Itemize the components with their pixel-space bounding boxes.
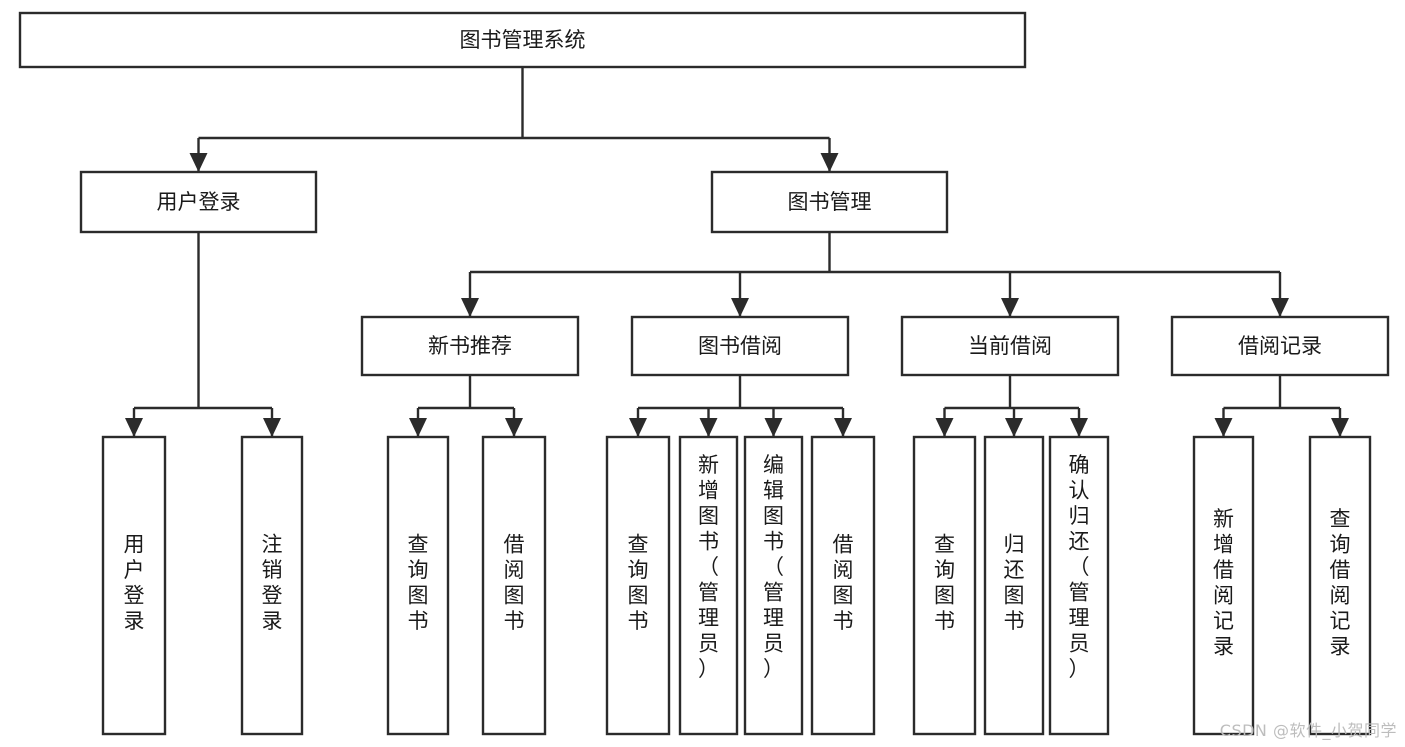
node-user-logout-leaf[interactable]: 注销登录: [240, 435, 304, 736]
node-box-query-borrow-record[interactable]: [1308, 435, 1372, 736]
node-add-borrow-record[interactable]: 新增借阅记录: [1192, 435, 1255, 736]
node-label-book-borrow: 图书借阅: [698, 334, 782, 358]
node-box-book-borrow[interactable]: [630, 315, 850, 377]
node-query-borrow-record[interactable]: 查询借阅记录: [1308, 435, 1372, 736]
node-borrow-record[interactable]: 借阅记录: [1170, 315, 1390, 377]
borrow-record-arrow-icon-0: [1214, 418, 1233, 437]
current-borrow-arrow-icon-0: [935, 418, 954, 437]
node-label-return-book: 归还图书: [1004, 533, 1025, 634]
node-label-book-management: 图书管理: [788, 190, 872, 214]
node-box-user-login[interactable]: [79, 170, 318, 234]
node-label-current-borrow: 当前借阅: [968, 334, 1052, 358]
node-return-book[interactable]: 归还图书: [983, 435, 1045, 736]
book-borrow-arrow-icon-0: [629, 418, 647, 437]
node-confirm-return-admin[interactable]: 确认归还（管理员）: [1048, 435, 1110, 736]
node-label-borrow-book-2: 借阅图书: [833, 533, 854, 634]
node-box-add-book-admin[interactable]: [678, 435, 739, 736]
node-label-user-login-leaf: 用户登录: [124, 533, 145, 634]
user-login-arrow-icon-1: [263, 418, 281, 437]
current-borrow-arrow-icon-2: [1070, 418, 1088, 437]
book-management-arrow-icon-1: [731, 298, 749, 317]
node-label-borrow-book-1: 借阅图书: [504, 533, 525, 634]
book-borrow-arrow-icon-1: [699, 418, 718, 437]
book-borrow-arrow-icon-2: [764, 418, 783, 437]
book-borrow-arrow-icon-3: [834, 418, 852, 437]
node-current-borrow[interactable]: 当前借阅: [900, 315, 1120, 377]
book-management-arrow-icon-2: [1001, 298, 1019, 317]
node-layer: 图书管理系统用户登录用户登录注销登录图书管理新书推荐查询图书借阅图书图书借阅查询…: [18, 11, 1390, 736]
node-label-add-book-admin: 新增图书（管理员）: [698, 453, 719, 681]
node-query-book-1[interactable]: 查询图书: [386, 435, 450, 736]
node-book-management[interactable]: 图书管理: [710, 170, 949, 234]
node-label-new-book-recommend: 新书推荐: [428, 334, 512, 358]
node-user-login-leaf[interactable]: 用户登录: [101, 435, 167, 736]
node-label-edit-book-admin: 编辑图书（管理员）: [763, 453, 784, 681]
node-edit-book-admin[interactable]: 编辑图书（管理员）: [743, 435, 804, 736]
node-box-new-book-recommend[interactable]: [360, 315, 580, 377]
node-label-query-book-2: 查询图书: [628, 533, 649, 634]
node-label-confirm-return-admin: 确认归还（管理员）: [1069, 453, 1090, 681]
node-box-borrow-record[interactable]: [1170, 315, 1390, 377]
node-label-root: 图书管理系统: [460, 28, 586, 52]
node-label-user-logout-leaf: 注销登录: [262, 533, 283, 634]
node-box-edit-book-admin[interactable]: [743, 435, 804, 736]
node-box-user-logout-leaf[interactable]: [240, 435, 304, 736]
node-label-user-login: 用户登录: [157, 190, 241, 214]
user-login-arrow-icon-0: [125, 418, 143, 437]
node-label-query-book-1: 查询图书: [408, 533, 429, 634]
node-query-book-3[interactable]: 查询图书: [912, 435, 977, 736]
borrow-record-arrow-icon-1: [1331, 418, 1349, 437]
node-box-book-management[interactable]: [710, 170, 949, 234]
node-box-borrow-book-1[interactable]: [481, 435, 547, 736]
book-management-arrow-icon-3: [1271, 298, 1289, 317]
root-arrow-icon-1: [820, 153, 839, 172]
node-book-borrow[interactable]: 图书借阅: [630, 315, 850, 377]
node-box-query-book-2[interactable]: [605, 435, 671, 736]
node-label-add-borrow-record: 新增借阅记录: [1213, 507, 1234, 659]
node-label-query-borrow-record: 查询借阅记录: [1330, 507, 1351, 659]
node-box-borrow-book-2[interactable]: [810, 435, 876, 736]
node-root[interactable]: 图书管理系统: [18, 11, 1027, 69]
edge-layer: [125, 67, 1349, 437]
node-box-add-borrow-record[interactable]: [1192, 435, 1255, 736]
current-borrow-arrow-icon-1: [1005, 418, 1023, 437]
node-box-confirm-return-admin[interactable]: [1048, 435, 1110, 736]
node-box-user-login-leaf[interactable]: [101, 435, 167, 736]
node-box-root[interactable]: [18, 11, 1027, 69]
node-box-query-book-3[interactable]: [912, 435, 977, 736]
node-label-query-book-3: 查询图书: [934, 533, 955, 634]
root-arrow-icon-0: [189, 153, 208, 172]
node-user-login[interactable]: 用户登录: [79, 170, 318, 234]
node-label-borrow-record: 借阅记录: [1238, 334, 1322, 358]
node-borrow-book-2[interactable]: 借阅图书: [810, 435, 876, 736]
new-book-recommend-arrow-icon-1: [505, 418, 523, 437]
node-borrow-book-1[interactable]: 借阅图书: [481, 435, 547, 736]
node-add-book-admin[interactable]: 新增图书（管理员）: [678, 435, 739, 736]
node-new-book-recommend[interactable]: 新书推荐: [360, 315, 580, 377]
new-book-recommend-arrow-icon-0: [409, 418, 427, 437]
node-box-return-book[interactable]: [983, 435, 1045, 736]
book-management-arrow-icon-0: [461, 298, 479, 317]
node-box-current-borrow[interactable]: [900, 315, 1120, 377]
node-query-book-2[interactable]: 查询图书: [605, 435, 671, 736]
node-box-query-book-1[interactable]: [386, 435, 450, 736]
